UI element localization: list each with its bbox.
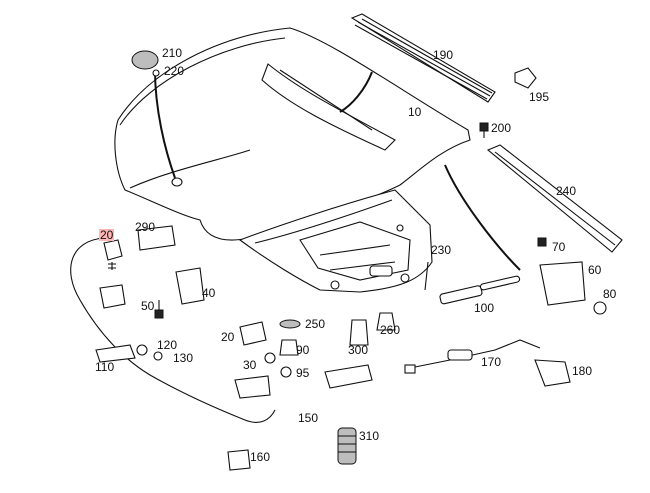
hood-part [114, 27, 471, 293]
callout-160: 160 [250, 450, 271, 464]
callout-20: 20 [221, 330, 235, 344]
lock-40-part [175, 267, 205, 305]
cable-170-part [404, 339, 541, 374]
latch-mechanism-part [234, 375, 271, 399]
bracket-290-part [137, 225, 176, 251]
part-90 [279, 339, 299, 356]
part-20b [239, 321, 267, 346]
callout-260: 260 [380, 323, 401, 337]
callout-150: 150 [298, 411, 319, 425]
callout-290: 290 [135, 220, 156, 234]
callout-240: 240 [556, 184, 577, 198]
latch-20-part [103, 239, 123, 261]
callout-10: 10 [408, 105, 422, 119]
callout-220: 220 [164, 64, 185, 78]
buffer-310-part [337, 427, 357, 465]
lock-part [99, 284, 126, 309]
clip-120-part [136, 344, 148, 356]
callout-50: 50 [141, 299, 155, 313]
emblem-clip-part [152, 69, 160, 77]
spring-part [108, 262, 116, 270]
hinge-part [539, 261, 586, 306]
callout-20-highlighted: 20 [99, 228, 115, 242]
handle-part [324, 364, 373, 389]
callout-110: 110 [95, 360, 115, 374]
part-30 [264, 352, 276, 364]
bolt-70-part [537, 237, 547, 247]
screw-80-part [593, 301, 607, 315]
clip-160-part [227, 449, 251, 471]
lever-180-part [534, 359, 571, 387]
bolt-50-part [154, 300, 164, 319]
bolt-200-part [479, 122, 489, 138]
release-cable-part [70, 237, 276, 423]
part-95 [280, 366, 292, 378]
callout-310: 310 [359, 429, 380, 443]
gas-strut-part [439, 275, 521, 305]
callout-190: 190 [433, 48, 454, 62]
emblem-part [131, 50, 159, 70]
callout-30: 30 [243, 358, 257, 372]
callout-200: 200 [491, 121, 512, 135]
callout-195: 195 [529, 90, 550, 104]
arrow-strut [444, 164, 521, 271]
callout-80: 80 [603, 287, 617, 301]
callout-250: 250 [305, 317, 326, 331]
clip-195-part [514, 67, 537, 89]
callout-120: 120 [157, 338, 178, 352]
callout-130: 130 [173, 351, 194, 365]
callout-230: 230 [431, 243, 452, 257]
part-300 [349, 319, 369, 346]
callout-95: 95 [296, 366, 310, 380]
bracket-230-part [424, 261, 429, 291]
callout-70: 70 [552, 240, 566, 254]
callout-170: 170 [481, 355, 502, 369]
callout-300: 300 [348, 343, 369, 357]
callout-90: 90 [296, 343, 310, 357]
part-260 [376, 312, 396, 331]
callout-100: 100 [474, 301, 495, 315]
grille-part [350, 13, 496, 103]
callout-40: 40 [202, 286, 216, 300]
bracket-110-part [95, 344, 136, 363]
arrow-emblem [154, 69, 176, 179]
clip-130-part [153, 351, 163, 361]
arrow-grille [339, 71, 373, 113]
callout-210: 210 [162, 46, 183, 60]
part-250 [279, 319, 301, 329]
callout-180: 180 [572, 364, 593, 378]
callout-60: 60 [588, 263, 602, 277]
